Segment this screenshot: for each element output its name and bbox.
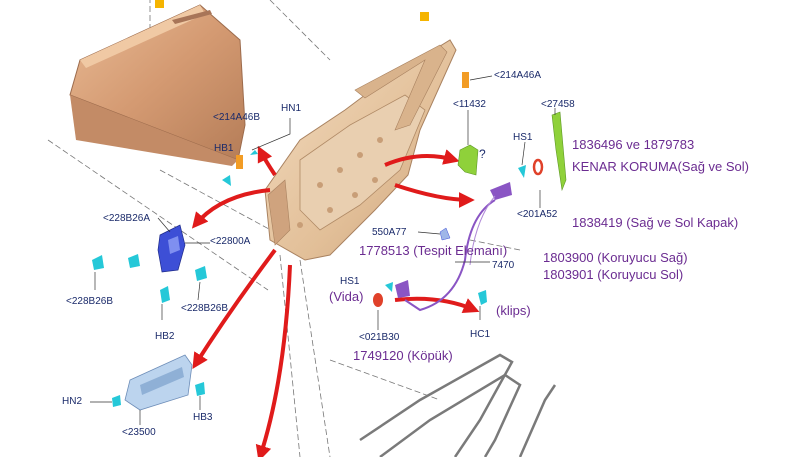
leader-lines	[90, 75, 556, 425]
label-hb3: HB3	[193, 412, 213, 423]
part-27458	[551, 111, 567, 192]
annotation-guard-left: 1803901 (Koruyucu Sol)	[543, 267, 684, 282]
label-228B26B-left: <228B26B	[66, 296, 113, 307]
label-hn2: HN2	[62, 396, 83, 407]
part-214A46A	[462, 72, 469, 88]
outer-door-skin	[69, 4, 246, 166]
hs1-clip	[518, 165, 526, 178]
label-hn1: HN1	[281, 103, 302, 114]
red-arrows	[191, 145, 480, 457]
label-hb2: HB2	[155, 331, 175, 342]
label-22800A: <22800A	[210, 236, 251, 247]
label-11432: <11432	[453, 99, 486, 110]
label-228B26A: <228B26A	[103, 213, 150, 224]
label-hc1: HC1	[470, 329, 491, 340]
check-strap	[112, 354, 205, 411]
annotation-part-numbers-edge: 1836496 ve 1879783	[572, 137, 695, 152]
label-214A46B: <214A46B	[213, 112, 260, 123]
label-550A77: 550A77	[372, 227, 407, 238]
label-7470: 7470	[492, 260, 515, 271]
label-hb1: HB1	[214, 143, 234, 154]
annotation-edge-protection: KENAR KORUMA(Sağ ve Sol)	[572, 159, 749, 174]
label-hs1-mid: HS1	[340, 276, 360, 287]
marker-square	[155, 0, 164, 8]
hinge-assembly	[92, 224, 207, 303]
annotation-guard-right: 1803900 (Koruyucu Sağ)	[543, 250, 688, 265]
label-27458: <27458	[541, 99, 575, 110]
label-question: ?	[479, 147, 486, 161]
annotation-foam: 1749120 (Köpük)	[353, 348, 453, 363]
weatherstrip-seals	[359, 353, 557, 457]
label-021B30: <021B30	[359, 332, 400, 343]
marker-square	[420, 12, 429, 21]
annotation-clips: (klips)	[496, 303, 531, 318]
label-228B26B-right: <228B26B	[181, 303, 228, 314]
part-11432	[457, 144, 479, 176]
hn1-hb1-parts	[222, 118, 291, 186]
label-23500: <23500	[122, 427, 156, 438]
label-214A46A: <214A46A	[494, 70, 541, 81]
annotation-cover: 1838419 (Sağ ve Sol Kapak)	[572, 215, 739, 230]
inner-door-panel	[264, 39, 457, 261]
label-hs1-top: HS1	[513, 132, 533, 143]
part-201A52	[532, 158, 544, 176]
label-201A52: <201A52	[517, 209, 558, 220]
annotation-screw: (Vida)	[329, 289, 364, 304]
latch-cable-assembly	[373, 182, 512, 312]
annotation-fastener: 1778513 (Tespit Elemanı)	[359, 243, 508, 258]
